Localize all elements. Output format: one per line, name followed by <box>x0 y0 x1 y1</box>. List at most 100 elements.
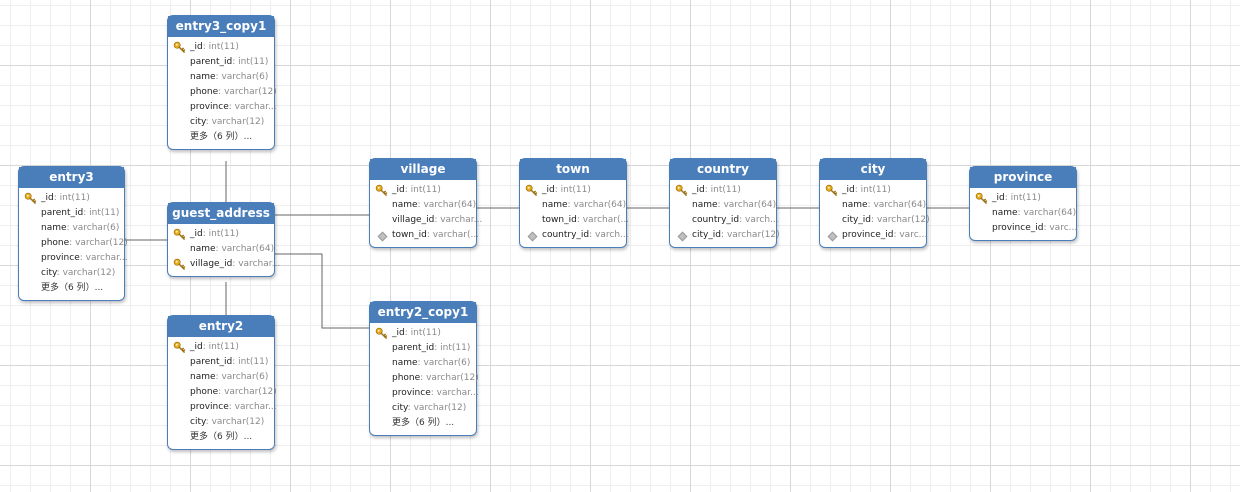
column-name: name <box>392 200 418 210</box>
column-separator: : <box>721 230 727 240</box>
more-columns-row[interactable]: 更多（6 列）... <box>168 130 274 145</box>
table-entry3_copy1[interactable]: entry3_copy1 _id: int(11)parent_id: int(1… <box>167 15 277 150</box>
column-row[interactable]: _id: int(11) <box>670 183 776 198</box>
table-province[interactable]: province _id: int(11)name: varchar(64)pro… <box>969 166 1077 241</box>
more-columns-row[interactable]: 更多（6 列）... <box>168 430 274 445</box>
column-type: varchar(6) <box>423 358 471 368</box>
column-row[interactable]: city_id: varchar(12) <box>820 213 930 228</box>
key-icon <box>173 258 186 270</box>
table-town[interactable]: town_id: int(11)name: varchar(64)town_id… <box>519 158 629 248</box>
column-row[interactable]: province_id: varc... <box>820 228 927 243</box>
column-row[interactable]: name: varchar(64) <box>520 198 626 213</box>
table-entry2[interactable]: entry2_id: int(11)parent_id: int(11)name… <box>167 315 277 450</box>
table-city[interactable]: city _id: int(11)name: varchar(64)city_id… <box>819 158 930 248</box>
column-type: int(11) <box>238 357 269 367</box>
column-row[interactable]: city_id: varchar(12) <box>670 228 780 243</box>
column-type: varchar(12) <box>75 238 128 248</box>
table-title[interactable]: entry2_copy1 <box>370 302 476 323</box>
column-row[interactable]: phone: varchar(12) <box>168 385 277 400</box>
column-row[interactable]: city: varchar(12) <box>168 415 274 430</box>
table-title[interactable]: guest_address <box>168 203 274 224</box>
column-row[interactable]: _id: int(11) <box>970 191 1076 206</box>
table-entry3[interactable]: entry3 _id: int(11)parent_id: int(11)name… <box>18 166 128 301</box>
column-name: parent_id <box>190 357 233 367</box>
column-name: village_id <box>190 259 233 269</box>
column-row[interactable]: name: varchar(6) <box>168 370 274 385</box>
table-country[interactable]: country_id: int(11)name: varchar(64)coun… <box>669 158 780 248</box>
column-row[interactable]: province: varchar... <box>19 251 128 266</box>
column-row[interactable]: city: varchar(12) <box>168 115 274 130</box>
column-type: varchar(12) <box>413 403 467 413</box>
column-row[interactable]: _id: int(11) <box>168 340 274 355</box>
column-row[interactable]: town_id: varchar(... <box>520 213 629 228</box>
column-row[interactable]: name: varchar(64) <box>670 198 776 213</box>
column-row[interactable]: parent_id: int(11) <box>19 206 124 221</box>
column-type: int(11) <box>59 193 90 203</box>
column-row[interactable]: city: varchar(12) <box>370 401 476 416</box>
column-row[interactable]: name: varchar(64) <box>970 206 1076 221</box>
column-row[interactable]: parent_id: int(11) <box>168 55 274 70</box>
table-guest_address[interactable]: guest_address _id: int(11)name: varchar(6… <box>167 202 280 277</box>
column-separator: : <box>202 42 209 52</box>
column-type: varchar(12) <box>224 87 277 97</box>
column-separator: : <box>228 402 235 412</box>
column-separator: : <box>228 102 235 112</box>
column-row[interactable]: province: varchar... <box>168 400 277 415</box>
table-title[interactable]: province <box>970 167 1076 188</box>
column-row[interactable]: _id: int(11) <box>168 227 274 242</box>
column-row[interactable]: name: varchar(6) <box>19 221 124 236</box>
table-title[interactable]: town <box>520 159 626 180</box>
column-row[interactable]: province: varchar... <box>370 386 479 401</box>
column-type: varchar(6) <box>221 72 269 82</box>
column-row[interactable]: _id: int(11) <box>168 40 274 55</box>
table-title[interactable]: city <box>820 159 926 180</box>
column-row[interactable]: name: varchar(64) <box>820 198 926 213</box>
column-row[interactable]: phone: varchar(12) <box>168 85 277 100</box>
diamond-icon <box>377 231 388 242</box>
key-icon <box>375 184 388 196</box>
column-row[interactable]: _id: int(11) <box>370 326 476 341</box>
table-title[interactable]: entry3 <box>19 167 124 188</box>
column-type: varc... <box>1049 223 1078 233</box>
column-separator: : <box>417 200 424 210</box>
column-name: phone <box>392 373 421 383</box>
column-row[interactable]: country_id: varch... <box>520 228 629 243</box>
column-row[interactable]: name: varchar(6) <box>370 356 476 371</box>
table-title[interactable]: entry2 <box>168 316 274 337</box>
column-row[interactable]: name: varchar(64) <box>168 242 274 257</box>
column-row[interactable]: country_id: varch... <box>670 213 779 228</box>
column-row[interactable]: town_id: varchar(... <box>370 228 479 243</box>
column-name: name <box>190 244 216 254</box>
table-village[interactable]: village _id: int(11)name: varchar(64)vill… <box>369 158 482 248</box>
column-row[interactable]: parent_id: int(11) <box>168 355 274 370</box>
column-row[interactable]: _id: int(11) <box>370 183 476 198</box>
column-name: country_id <box>692 215 740 225</box>
table-title[interactable]: village <box>370 159 476 180</box>
column-type: varchar(64) <box>723 200 777 210</box>
column-name: town_id <box>542 215 577 225</box>
column-row[interactable]: city: varchar(12) <box>19 266 124 281</box>
column-row[interactable]: name: varchar(64) <box>370 198 476 213</box>
column-row[interactable]: province: varchar... <box>168 100 277 115</box>
column-type: varchar... <box>234 402 277 412</box>
more-columns-row[interactable]: 更多（6 列）... <box>19 281 124 296</box>
more-columns-row[interactable]: 更多（6 列）... <box>370 416 476 431</box>
table-title[interactable]: country <box>670 159 776 180</box>
column-row[interactable]: province_id: varc... <box>970 221 1078 236</box>
column-row[interactable]: name: varchar(6) <box>168 70 274 85</box>
column-row[interactable]: phone: varchar(12) <box>370 371 479 386</box>
column-row[interactable]: village_id: varchar... <box>168 257 280 272</box>
table-title[interactable]: entry3_copy1 <box>168 16 274 37</box>
column-separator: : <box>404 185 411 195</box>
column-row[interactable]: _id: int(11) <box>520 183 626 198</box>
column-row[interactable]: parent_id: int(11) <box>370 341 476 356</box>
column-row[interactable]: phone: varchar(12) <box>19 236 128 251</box>
column-row[interactable]: village_id: varchar... <box>370 213 482 228</box>
column-row[interactable]: _id: int(11) <box>19 191 124 206</box>
column-row[interactable]: _id: int(11) <box>820 183 926 198</box>
column-type: int(11) <box>208 229 239 239</box>
key-icon <box>675 184 688 196</box>
column-name: _id <box>692 185 705 195</box>
table-entry2_copy1[interactable]: entry2_copy1 _id: int(11)parent_id: int(1… <box>369 301 479 436</box>
